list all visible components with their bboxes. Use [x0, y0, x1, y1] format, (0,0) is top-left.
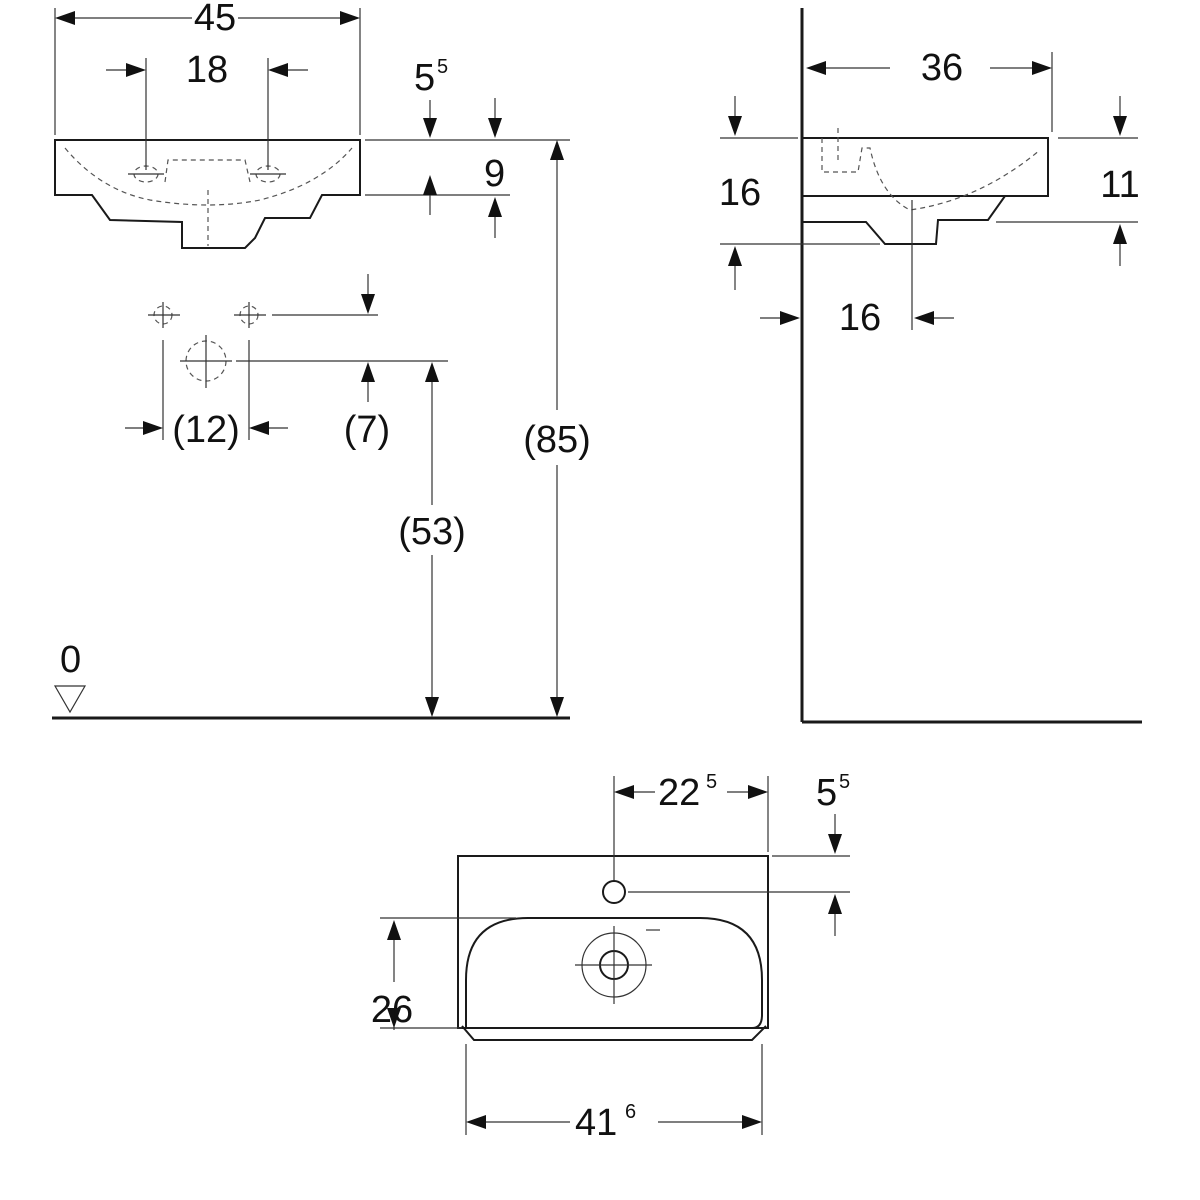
arrow	[488, 118, 502, 138]
arrow	[423, 175, 437, 195]
bowl-top-outline	[465, 917, 763, 1029]
arrow	[748, 785, 768, 799]
arrow	[55, 11, 75, 25]
floor-level-marker-icon	[53, 685, 87, 714]
dim-hole-side-22-superscript: 5	[706, 771, 717, 793]
floor-level-label: 0	[60, 639, 81, 681]
bowl-front-edge	[461, 1025, 767, 1041]
dim-bowl-depth-26: 26	[371, 989, 413, 1031]
dim-depth-36: 36	[921, 47, 963, 89]
side-view: 36 16 11 16	[719, 8, 1142, 724]
arrow	[361, 362, 375, 382]
dim-total-height-16: 16	[719, 172, 761, 214]
overflow-dashed	[164, 159, 251, 183]
dim-supply-spacing-12: (12)	[172, 409, 240, 451]
arrow	[466, 1115, 486, 1129]
dim-rim-height-9: 9	[484, 153, 505, 195]
arrow	[126, 63, 146, 77]
arrow	[249, 421, 269, 435]
drain-icon	[575, 926, 652, 1004]
waste-outlet-icon	[180, 335, 232, 388]
front-view: 45 18 5 5 9	[52, 0, 591, 720]
basin-inner-dashed	[64, 147, 353, 206]
arrow	[728, 116, 742, 136]
supply-point-left-icon	[148, 302, 180, 328]
arrow	[1032, 61, 1052, 75]
arrow	[387, 1008, 401, 1028]
arrow	[1113, 116, 1127, 136]
basin-side-outline	[802, 137, 1049, 245]
tap-hole-icon	[602, 880, 626, 904]
arrow	[550, 697, 564, 717]
dim-hole-back-5: 5	[816, 772, 837, 814]
basin-front-outline	[54, 139, 361, 249]
dim-hole-side-22: 22	[658, 772, 700, 814]
dim-bowl-height-11: 11	[1100, 164, 1139, 206]
arrow	[742, 1115, 762, 1129]
dim-hole-back-5-superscript: 5	[839, 771, 850, 793]
dim-outlet-height-53: (53)	[398, 511, 466, 553]
arrow	[828, 834, 842, 854]
arrow	[340, 11, 360, 25]
arrow	[423, 118, 437, 138]
arrow	[550, 140, 564, 160]
basin-side-inner-dashed	[821, 138, 1041, 211]
dim-bowl-width-41-superscript: 6	[625, 1101, 636, 1123]
arrow	[143, 421, 163, 435]
arrow	[425, 362, 439, 382]
arrow	[268, 63, 288, 77]
arrow	[828, 894, 842, 914]
dim-rim-hole-5-superscript: 5	[437, 56, 448, 78]
dim-tap-spacing-18: 18	[186, 49, 228, 91]
arrow	[1113, 224, 1127, 244]
arrow	[780, 311, 800, 325]
top-view: 22 5 5 5 26 41 6	[371, 771, 850, 1144]
dim-outlet-wall-16: 16	[839, 297, 881, 339]
arrow	[728, 246, 742, 266]
arrow	[425, 697, 439, 717]
dim-rim-hole-5: 5	[414, 57, 435, 99]
basin-top-outline	[457, 855, 769, 1029]
dim-bowl-width-41: 41	[575, 1102, 617, 1144]
dim-rim-height-85: (85)	[523, 419, 591, 461]
arrow	[387, 920, 401, 940]
arrow	[361, 294, 375, 314]
arrow	[806, 61, 826, 75]
arrow	[488, 197, 502, 217]
dim-supply-offset-7: (7)	[344, 409, 390, 451]
dim-width-45: 45	[194, 0, 236, 39]
arrow	[914, 311, 934, 325]
supply-point-right-icon	[234, 302, 266, 328]
arrow	[614, 785, 634, 799]
